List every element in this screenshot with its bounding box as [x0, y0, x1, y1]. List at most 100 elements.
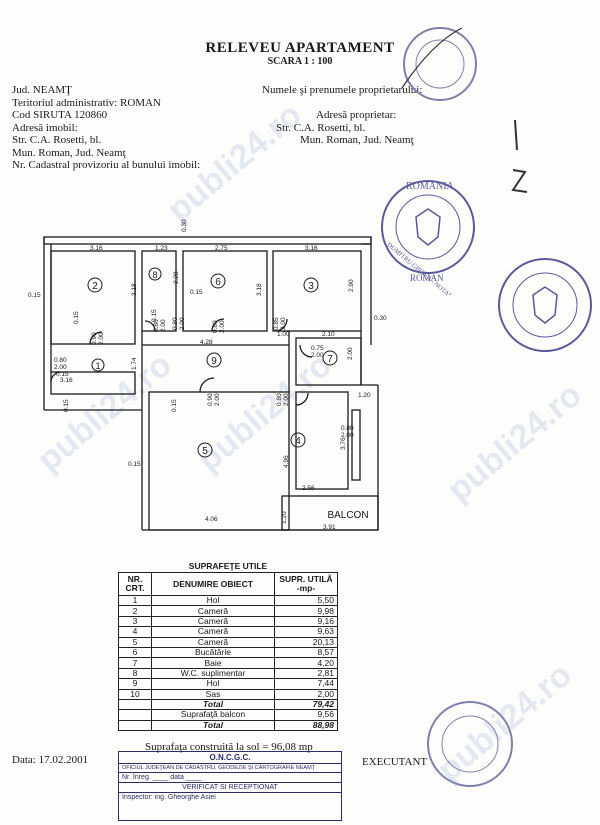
row-name: Cameră — [151, 636, 275, 648]
top-wall — [43, 236, 372, 245]
room-4-marker — [290, 432, 306, 448]
dim: 0.85 — [273, 317, 280, 330]
floor-plan: 2 8 6 3 7 9 1 5 4 BALCON 0.30 3.16 1.23 … — [28, 219, 387, 531]
total-row: Total 79,42 — [118, 698, 338, 711]
cadastre-stamp: O.N.C.G.C. OFICIUL JUDEŢEAN DE CADASTRU,… — [118, 751, 342, 821]
dim: 4.28 — [200, 339, 213, 346]
dim: 4.06 — [205, 516, 218, 523]
row-name: Cameră — [151, 605, 275, 617]
seal-top-text: ROMANIA — [406, 181, 455, 192]
dim: 0.80 — [212, 320, 219, 333]
seal-bottom-text: ROMAN — [410, 273, 444, 283]
address-street: Str. C.A. Rosetti, bl. — [12, 134, 102, 146]
address-label: Adresă imobil: — [12, 121, 78, 134]
stamp-line-1: O.N.C.G.C. — [119, 752, 341, 764]
row-name: Sas — [151, 688, 275, 700]
dim: 1.20 — [358, 392, 371, 399]
col-area: SUPR. UTILĂ -mp- — [274, 572, 338, 596]
dim: 1.00 — [277, 331, 290, 338]
dim: 2.00 — [280, 317, 287, 330]
room-7-label: 7 — [327, 354, 333, 365]
siruta-line: Cod SIRUTA 120860 — [12, 109, 108, 121]
total-value: 79,42 — [274, 698, 338, 711]
dim: 0.80 — [172, 317, 179, 330]
room-5-label: 5 — [202, 446, 208, 457]
dim: 2.00 — [160, 319, 167, 332]
dim: 0.15 — [56, 371, 69, 378]
col-name: DENUMIRE OBIECT — [151, 572, 275, 596]
dim: 4.96 — [283, 455, 290, 468]
stamp-line-5: Inspector: ing. Gheorghe Asiei — [122, 794, 216, 801]
dim: 2.10 — [322, 331, 335, 338]
dim: 2.00 — [179, 317, 186, 330]
col-nr: NR. CRT. — [118, 572, 152, 596]
dim: 2.90 — [348, 279, 355, 292]
document-scale: SCARA 1 : 100 — [267, 56, 333, 67]
dim: 0.15 — [171, 399, 178, 412]
row-area: 20,13 — [274, 636, 338, 648]
room-6-marker — [210, 273, 226, 289]
dim: 1.74 — [131, 357, 138, 370]
dim: 0.90 — [207, 393, 214, 406]
notary-seal-2 — [498, 258, 592, 352]
dim: 0.15 — [73, 311, 80, 324]
dim: 0.80 — [54, 357, 67, 364]
total-label: Total — [151, 698, 275, 711]
balcony-row: Suprafaţă balcon 9,56 — [118, 709, 338, 721]
room-1-marker — [91, 358, 105, 372]
row-nr: 5 — [118, 636, 152, 648]
dim: 2.00 — [341, 432, 354, 439]
row-area: 9,16 — [274, 615, 338, 628]
owner-address-label: Adresă proprietar: — [316, 109, 397, 121]
row-name: Hol — [151, 678, 275, 690]
owner-street: Str. C.A. Rosetti, bl. — [276, 122, 366, 134]
dim: 1.23 — [155, 245, 168, 252]
dim: 3.76 — [340, 437, 347, 450]
dim: 2.00 — [98, 332, 105, 345]
dim: 0.80 — [341, 425, 354, 432]
room-5-marker — [197, 442, 213, 458]
executant-label: EXECUTANT — [362, 756, 428, 768]
dim: 0.15 — [28, 292, 41, 299]
dim: 3.16 — [305, 245, 318, 252]
row-area: 5,50 — [274, 594, 338, 607]
dim: 0.30 — [374, 315, 387, 322]
room-8-label: 8 — [152, 270, 157, 280]
dim: 2.00 — [54, 364, 67, 371]
row-nr: 3 — [118, 615, 152, 628]
address-city: Mun. Roman, Jud. Neamţ — [12, 146, 126, 159]
row-name: Baie — [151, 657, 275, 669]
row-nr: 8 — [118, 667, 152, 680]
stamp-line-4: VERIFICAT SI RECEPTIONAT — [119, 783, 341, 793]
room-2-label: 2 — [92, 281, 98, 292]
dim: 2.56 — [302, 485, 315, 492]
row-nr: 2 — [118, 605, 152, 617]
dim: 0.80 — [153, 319, 160, 332]
row-name: Cameră — [151, 615, 275, 628]
row-name: Cameră — [151, 626, 275, 638]
county-line: Jud. NEAMŢ — [12, 84, 72, 96]
row-nr: 6 — [118, 646, 152, 659]
room-7-marker — [322, 350, 338, 366]
grand-total-label: Total — [151, 719, 275, 732]
dim: 2.00 — [283, 393, 290, 406]
stamp-line-2: OFICIUL JUDEŢEAN DE CADASTRU, GEODEZIE Ş… — [119, 764, 341, 773]
balcony-label: BALCON — [327, 510, 368, 521]
territory-line: Teritoriul administrativ: ROMAN — [12, 96, 161, 109]
room-9-marker — [206, 352, 222, 368]
row-area: 8,57 — [274, 646, 338, 659]
dim: 2.00 — [311, 352, 324, 359]
table-header-row: NR. CRT. DENUMIRE OBIECT SUPR. UTILĂ -mp… — [118, 572, 338, 596]
row-nr: 9 — [118, 678, 152, 690]
dim: 0.90 — [91, 332, 98, 345]
dim: 2.28 — [173, 271, 180, 284]
surfaces-table: NR. CRT. DENUMIRE OBIECT SUPR. UTILĂ -mp… — [118, 572, 338, 732]
owner-city: Mun. Roman, Jud. Neamţ — [300, 134, 414, 146]
grand-total-row: Total 88,98 — [118, 719, 338, 732]
row-nr: 1 — [118, 594, 152, 607]
